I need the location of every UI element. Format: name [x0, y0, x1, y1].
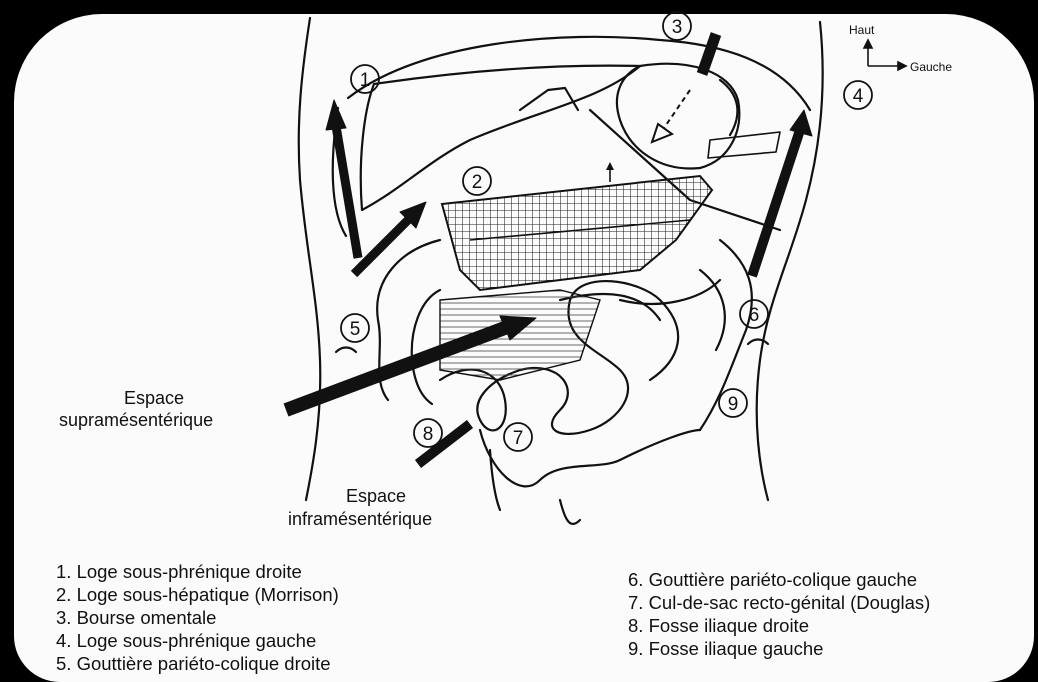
mesentery [440, 290, 600, 380]
legend-item-5: 5. Gouttière pariéto-colique droite [56, 654, 331, 674]
callout-9-number: 9 [728, 394, 739, 415]
dashed-arrow [664, 90, 690, 128]
supramesenteric-label-1: Espace [124, 388, 184, 409]
arrow-2 [354, 218, 410, 274]
orientation-left-label: Gauche [910, 60, 952, 74]
legend-item-3: 3. Bourse omentale [56, 608, 216, 628]
callout-7-number: 7 [513, 428, 524, 449]
callout-5-number: 5 [350, 319, 361, 340]
descending-colon [700, 240, 752, 430]
body-outline-right [299, 18, 321, 500]
body-outline-left [757, 22, 823, 500]
legend-item-1: 1. Loge sous-phrénique droite [56, 562, 302, 582]
legend-item-8: 8. Fosse iliaque droite [628, 616, 809, 636]
callout-2-number: 2 [472, 172, 483, 193]
inframesenteric-label-1: Espace [346, 486, 406, 507]
callout-1-number: 1 [360, 70, 371, 91]
arrow-3 [702, 34, 716, 74]
arrow-1 [336, 126, 358, 258]
inframesenteric-label-2: inframésentérique [288, 509, 432, 530]
callout-3-number: 3 [672, 17, 683, 38]
callout-4-number: 4 [853, 86, 864, 107]
callout-8-number: 8 [423, 424, 434, 445]
callout-6-number: 6 [749, 305, 760, 326]
orientation-up-label: Haut [849, 23, 874, 37]
orientation-indicator [864, 40, 906, 70]
legend-item-9: 9. Fosse iliaque gauche [628, 639, 823, 659]
legend-item-2: 2. Loge sous-hépatique (Morrison) [56, 585, 339, 605]
legend-item-6: 6. Gouttière pariéto-colique gauche [628, 570, 917, 590]
legend-item-7: 7. Cul-de-sac recto-génital (Douglas) [628, 593, 930, 613]
legend-item-4: 4. Loge sous-phrénique gauche [56, 631, 316, 651]
supramesenteric-label-2: supramésentérique [59, 410, 213, 431]
